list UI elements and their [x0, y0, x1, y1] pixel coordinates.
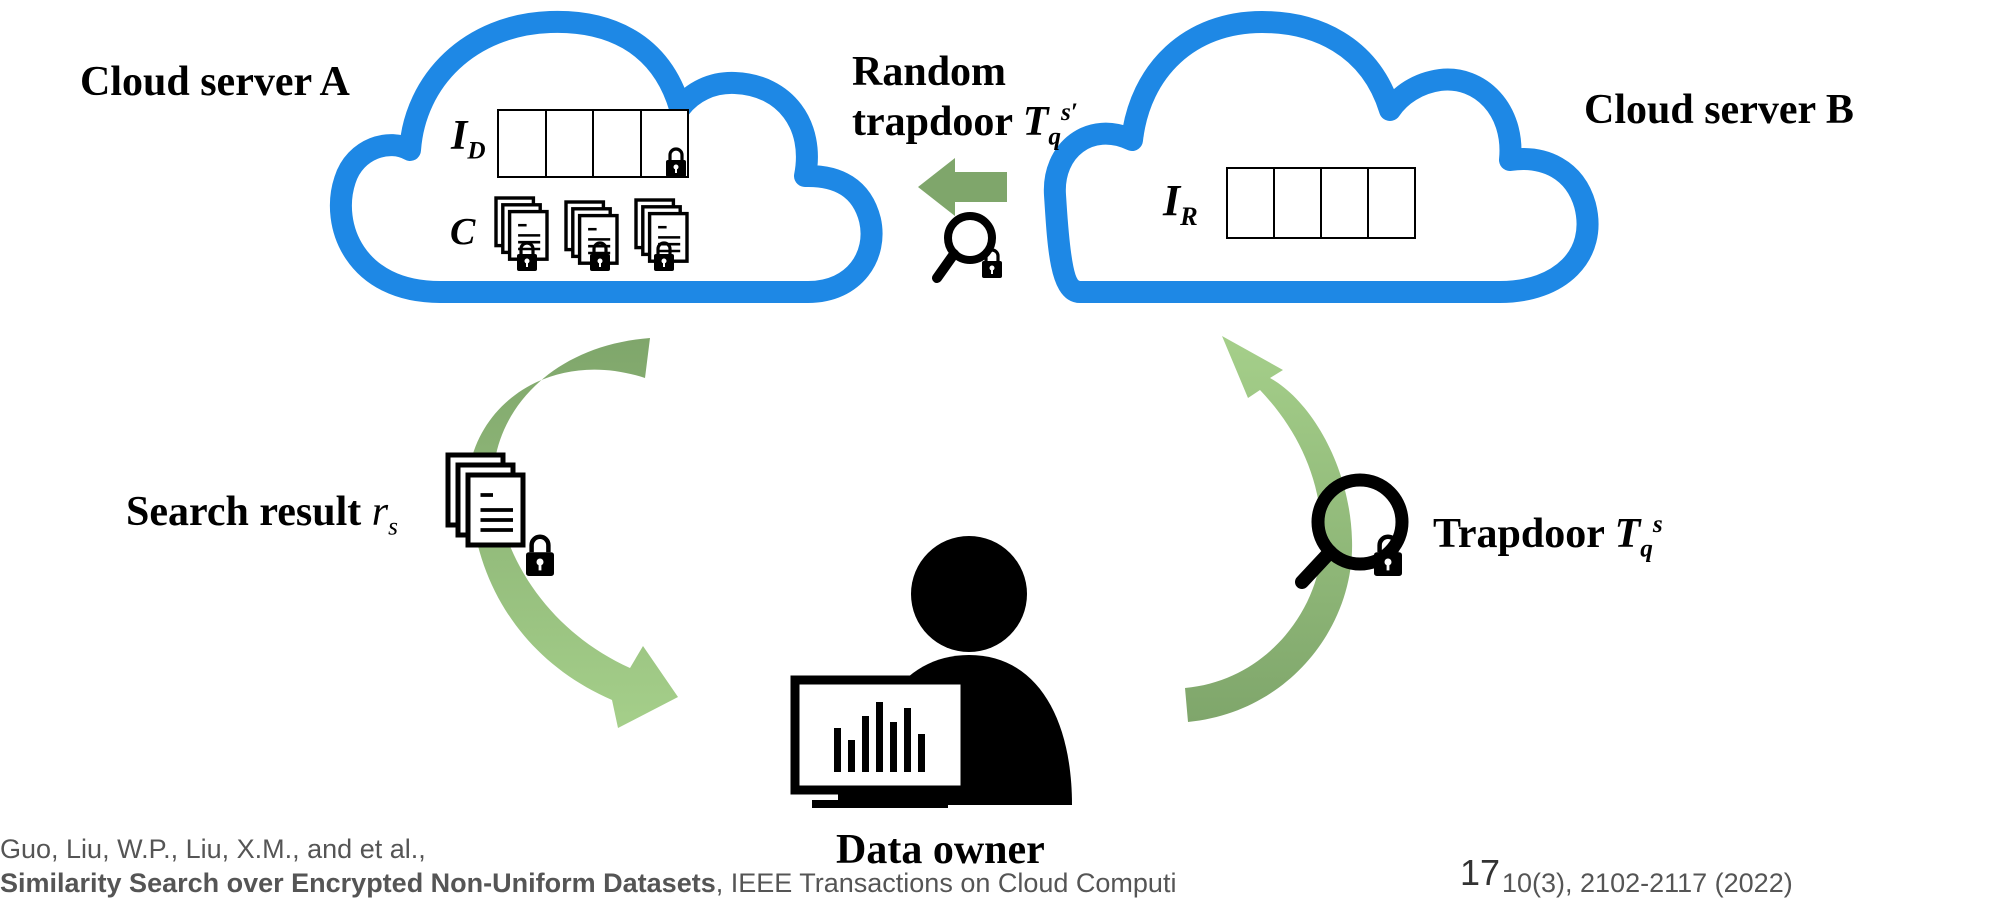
search-result-text: Search result: [126, 489, 372, 535]
random-trapdoor-text: trapdoor: [852, 99, 1023, 145]
trapdoor-text: Trapdoor: [1433, 511, 1615, 557]
random-trapdoor-label-line1: Random: [852, 49, 1007, 95]
search-result-sub: s: [388, 513, 398, 541]
search-result-symbol: r: [371, 489, 389, 535]
citation-venue: , IEEE Transactions on Cloud Computi: [715, 868, 1177, 898]
trapdoor-sub: q: [1640, 535, 1653, 563]
lock-icon: [526, 537, 554, 576]
trapdoor-arrow: [1185, 336, 1353, 722]
random-trapdoor-sup: s′: [1060, 99, 1078, 126]
trapdoor-label: Trapdoor Tqs: [1433, 510, 1663, 563]
trapdoor-symbol: T: [1614, 511, 1641, 557]
lock-icon: [1374, 537, 1402, 576]
page-number: 17: [1460, 852, 1501, 893]
random-trapdoor-label-line2: trapdoor Tqs′: [852, 98, 1078, 151]
index-r-label: IR: [1163, 175, 1198, 232]
random-trapdoor-sub: q: [1048, 123, 1061, 151]
magnifier-icon: [1295, 473, 1409, 589]
index-d-symbol: I: [451, 113, 468, 159]
document-stack-icon: [564, 200, 619, 265]
search-result-arrow: [469, 338, 678, 728]
index-r-table: [1226, 167, 1416, 239]
cloud-server-a-label: Cloud server A: [80, 59, 350, 105]
citation-line-1: Guo, Liu, W.P., Liu, X.M., and et al.,: [0, 834, 426, 864]
index-d-table: [497, 109, 689, 178]
random-trapdoor-arrow: [918, 158, 1007, 216]
magnifier-icon: [932, 212, 996, 283]
document-stack-icon: [448, 455, 523, 545]
ciphertext-label: C: [450, 211, 476, 253]
citation-tail: 10(3), 2102-2117 (2022): [1502, 868, 1793, 898]
trapdoor-sup: s: [1652, 511, 1663, 538]
document-stack-icon: [634, 198, 689, 263]
index-d-sub: D: [467, 137, 486, 165]
monitor-chart-icon: [790, 675, 970, 808]
cloud-server-b-shape: [1043, 11, 1599, 303]
citation-line-2: Similarity Search over Encrypted Non-Uni…: [0, 868, 1176, 899]
data-owner-label: Data owner: [836, 827, 1045, 873]
index-d-label: ID: [451, 112, 486, 165]
lock-icon: [980, 248, 1004, 280]
cloud-server-b-label: Cloud server B: [1584, 87, 1854, 133]
random-trapdoor-symbol: T: [1022, 99, 1049, 145]
index-r-symbol: I: [1163, 176, 1181, 225]
citation-title: Similarity Search over Encrypted Non-Uni…: [0, 868, 716, 898]
index-r-sub: R: [1180, 200, 1198, 231]
search-result-label: Search result rs: [126, 488, 398, 541]
